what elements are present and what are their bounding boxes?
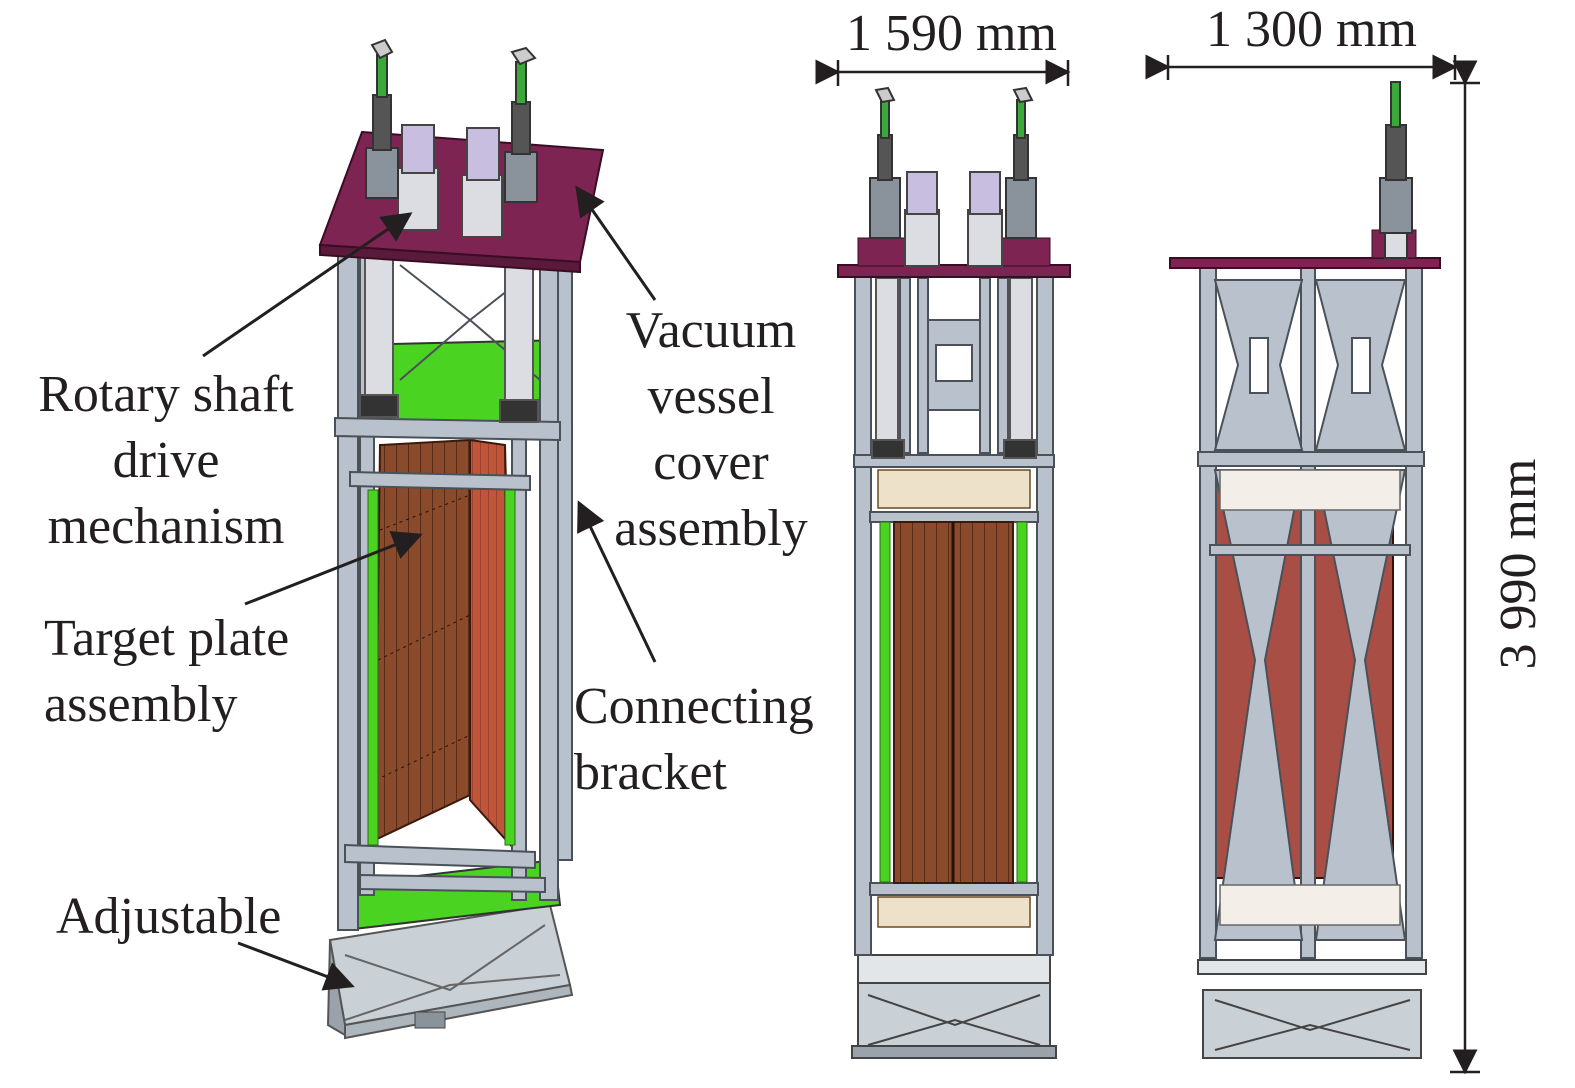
label-line: mechanism (47, 498, 285, 555)
isometric-view (318, 38, 605, 1040)
front-actuators (904, 171, 1003, 267)
dimension-height: 3 990 mm (1490, 458, 1547, 670)
front-cover-plate (837, 264, 1071, 278)
dimension-lines (815, 54, 1480, 1075)
front-base (851, 954, 1057, 1059)
leader-arrows (202, 185, 657, 991)
iso-drive-cylinders (359, 249, 539, 423)
front-green-right (1016, 521, 1028, 883)
label-target-plate: Target plate assembly (44, 606, 289, 738)
label-line: Vacuum (625, 302, 797, 359)
front-view (837, 86, 1071, 1059)
label-adjustable: Adjustable (56, 884, 281, 950)
label-vacuum-vessel: Vacuum vessel cover assembly (600, 298, 822, 562)
front-green-left (879, 521, 891, 883)
label-line: Rotary shaft (38, 366, 294, 423)
green-post-left (367, 489, 379, 846)
side-base (1197, 959, 1427, 1059)
adjustable-base (326, 903, 574, 1040)
label-line: Target plate (44, 610, 290, 667)
adjustable-leader (237, 941, 355, 991)
front-drive-towers (869, 86, 1037, 239)
rotary-leader (202, 212, 413, 358)
label-line: assembly (44, 676, 238, 733)
side-view (1169, 81, 1441, 1059)
dimension-front-width: 1 590 mm (846, 5, 1057, 62)
label-line: cover (653, 434, 769, 491)
label-line: assembly (614, 500, 808, 557)
vacuum-leader (575, 185, 657, 301)
label-line: bracket (574, 744, 728, 801)
label-line: Connecting (574, 678, 814, 735)
label-connecting-bracket: Connecting bracket (574, 674, 814, 806)
label-rotary-shaft: Rotary shaft drive mechanism (30, 362, 302, 560)
target-leader (244, 530, 423, 606)
label-line: vessel (647, 368, 775, 425)
label-line: Adjustable (56, 888, 282, 945)
side-frame (1197, 267, 1425, 959)
side-drive-tower (1379, 81, 1413, 259)
iso-drive-towers (365, 38, 538, 203)
connecting-leader (577, 500, 657, 663)
label-line: drive (112, 432, 220, 489)
green-post-right (504, 489, 516, 846)
side-cover-plate (1169, 257, 1441, 269)
target-plate-assembly-iso (373, 438, 517, 853)
dimension-side-width: 1 300 mm (1206, 1, 1417, 58)
